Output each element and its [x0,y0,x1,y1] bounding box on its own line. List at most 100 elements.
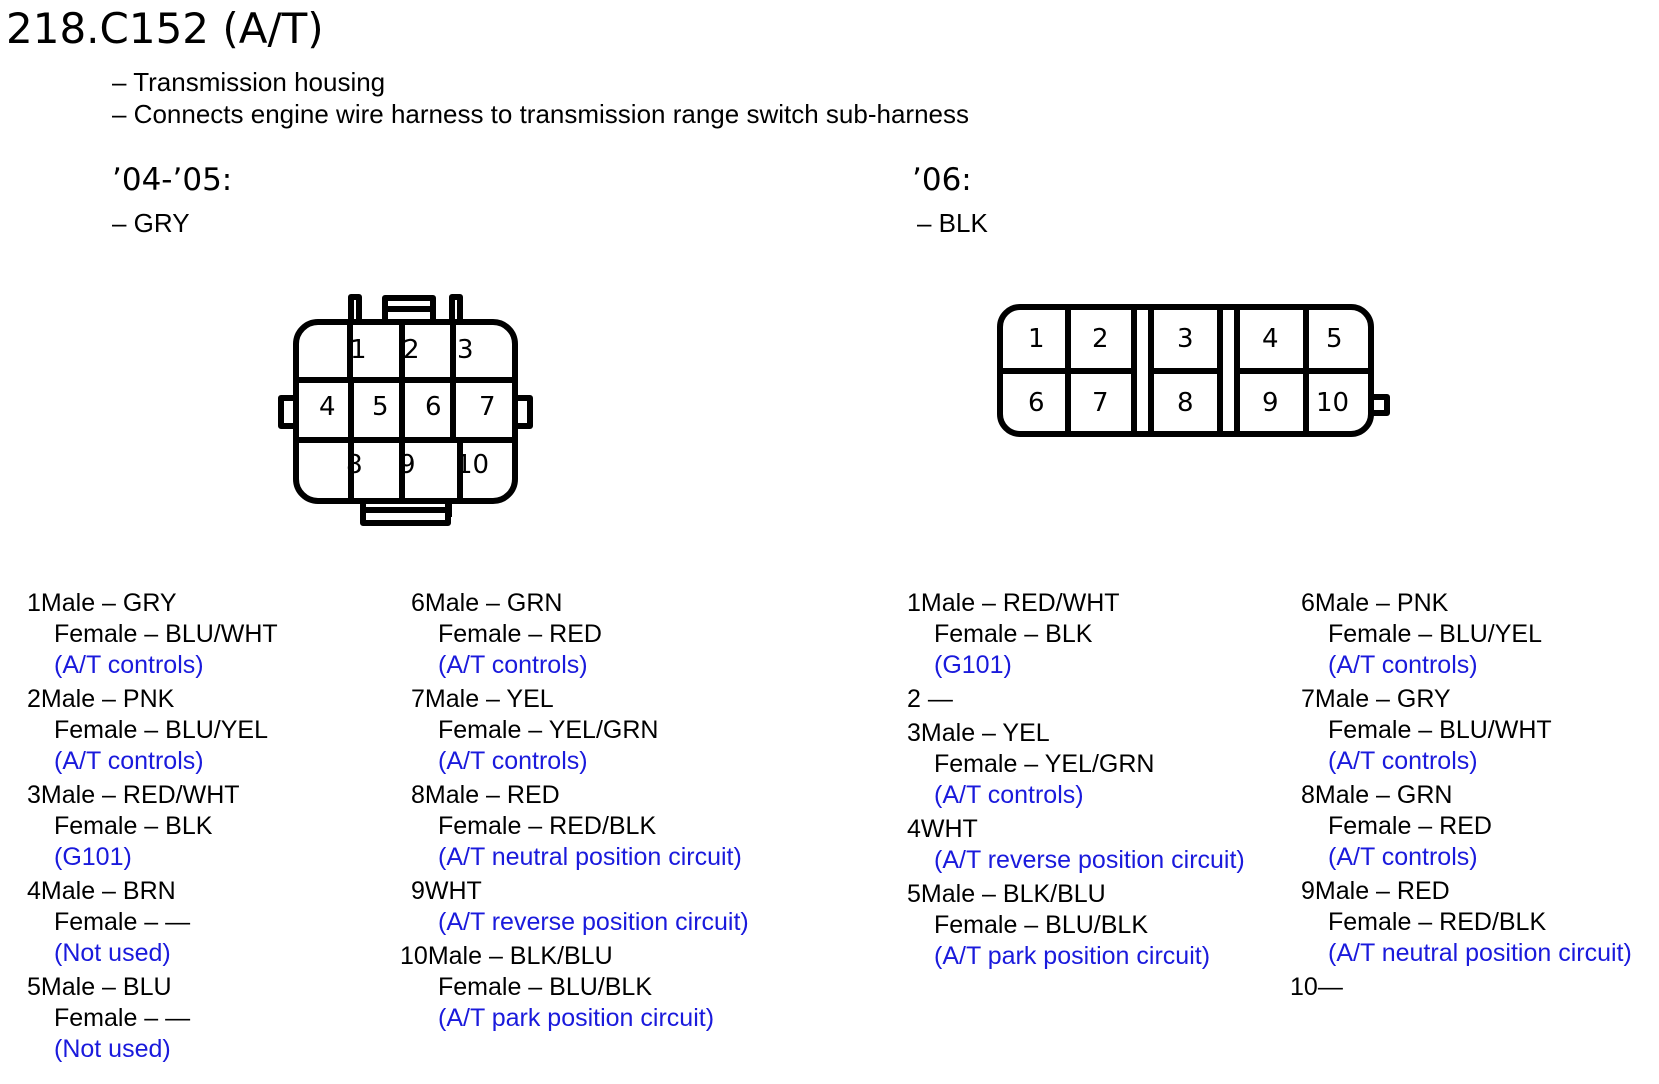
connector-pins-04-05: 1 2 3 4 5 6 7 8 9 10 [319,335,496,480]
terminal-number: 10 [1290,973,1318,1001]
terminal-number: 1 [27,589,41,617]
terminal-male-line: 9Male – RED [1301,876,1632,907]
connector-diagram-06 [997,304,1390,437]
terminal-circuit: (G101) [54,843,132,871]
terminal-circuit: (A/T neutral position circuit) [438,843,742,871]
pin-3-label: 3 [1177,324,1194,354]
terminal-male-wire: Male – GRY [1314,685,1451,713]
terminal-number: 6 [411,589,425,617]
terminal-female-wire: Female – BLU/BLK [934,911,1148,939]
terminal-number: 2 [907,685,921,713]
pin-10-label: 10 [1316,388,1349,418]
terminal-number: 7 [1301,685,1315,713]
terminal-male-wire: Male – BRN [40,877,176,905]
pin-6-label: 6 [425,392,442,422]
terminal-female-wire: Female – BLU/BLK [438,973,652,1001]
pin-9-label: 9 [1262,388,1279,418]
pin-8-label: 8 [346,450,363,480]
terminal-male-line: 5Male – BLK/BLU [907,879,1245,910]
terminal-circuit: (A/T controls) [438,747,588,775]
terminal-female-wire: Female – YEL/GRN [934,750,1155,778]
pin-10-label: 10 [456,450,489,480]
terminal-female-wire: Female – — [54,908,191,936]
terminal-male-line: 9WHT [411,876,749,907]
terminal-female-wire: Female – YEL/GRN [438,716,659,744]
terminal-male-line: 1Male – GRY [27,588,278,619]
location-description: – Transmission housing [112,67,386,97]
terminal-number: 3 [27,781,41,809]
terminal-male-wire: — [920,685,953,713]
pin-1-label: 1 [350,335,367,365]
terminal-circuit: (A/T reverse position circuit) [438,908,749,936]
terminal-male-wire: — [1317,973,1343,1001]
pin-5-label: 5 [372,392,389,422]
pin-2-label: 2 [1092,324,1109,354]
terminal-number: 5 [27,973,41,1001]
pin-2-label: 2 [403,335,420,365]
terminal-number: 7 [411,685,425,713]
terminal-number: 2 [27,685,41,713]
page-title: 218.C152 (A/T) [6,4,324,53]
pin-3-label: 3 [457,335,474,365]
terminal-number: 6 [1301,589,1315,617]
terminal-male-line: 7Male – GRY [1301,684,1632,715]
connector-year-label: ’06: [912,162,972,198]
terminal-male-line: 2Male – PNK [27,684,278,715]
terminal-circuit: (A/T park position circuit) [934,942,1211,970]
terminal-circuit: (A/T controls) [1328,747,1478,775]
pin-6-label: 6 [1028,388,1045,418]
terminal-circuit: (A/T controls) [934,781,1084,809]
terminal-number: 5 [907,880,921,908]
terminal-circuit: (A/T controls) [54,651,204,679]
terminal-male-wire: Male – GRN [424,589,563,617]
terminal-female-wire: Female – BLU/YEL [54,716,268,744]
terminal-circuit: (A/T reverse position circuit) [934,846,1245,874]
terminal-male-line: 10— [1290,972,1632,1003]
terminal-male-line: 2 — [907,684,1245,715]
terminal-female-wire: Female – RED/BLK [438,812,657,840]
terminal-male-line: 4WHT [907,814,1245,845]
terminal-number: 8 [1301,781,1315,809]
terminal-number: 8 [411,781,425,809]
terminal-male-wire: Male – BLU [40,973,172,1001]
terminal-male-wire: Male – PNK [1314,589,1449,617]
connector-year-label: ’04-’05: [112,162,233,198]
terminal-number: 9 [1301,877,1315,905]
terminal-male-wire: Male – YEL [424,685,554,713]
function-description: – Connects engine wire harness to transm… [112,99,969,129]
terminal-male-wire: Male – BLK/BLU [920,880,1106,908]
top-latch-tab [449,294,463,325]
pin-9-label: 9 [399,450,416,480]
terminal-male-wire: WHT [424,877,482,905]
terminal-male-wire: Male – GRY [40,589,177,617]
terminal-entry: 10— [1290,972,1632,1003]
terminal-male-wire: Male – RED/WHT [920,589,1120,617]
terminal-male-wire: Male – BLK/BLU [427,942,613,970]
terminal-number: 1 [907,589,921,617]
connector-color-label: – BLK [917,208,988,238]
terminal-entry: 4WHT(A/T reverse position circuit) [907,814,1245,876]
terminal-female-wire: Female – RED [1328,812,1492,840]
terminal-number: 4 [907,815,921,843]
pin-1-label: 1 [1028,324,1045,354]
pin-4-label: 4 [319,392,336,422]
terminal-male-line: 8Male – GRN [1301,780,1632,811]
terminal-female-wire: Female – RED/BLK [1328,908,1547,936]
pin-7-label: 7 [1092,388,1109,418]
terminal-entry: 7Male – YEL Female – YEL/GRN (A/T controls… [411,684,749,777]
terminal-female-wire: Female – BLU/WHT [54,620,278,648]
